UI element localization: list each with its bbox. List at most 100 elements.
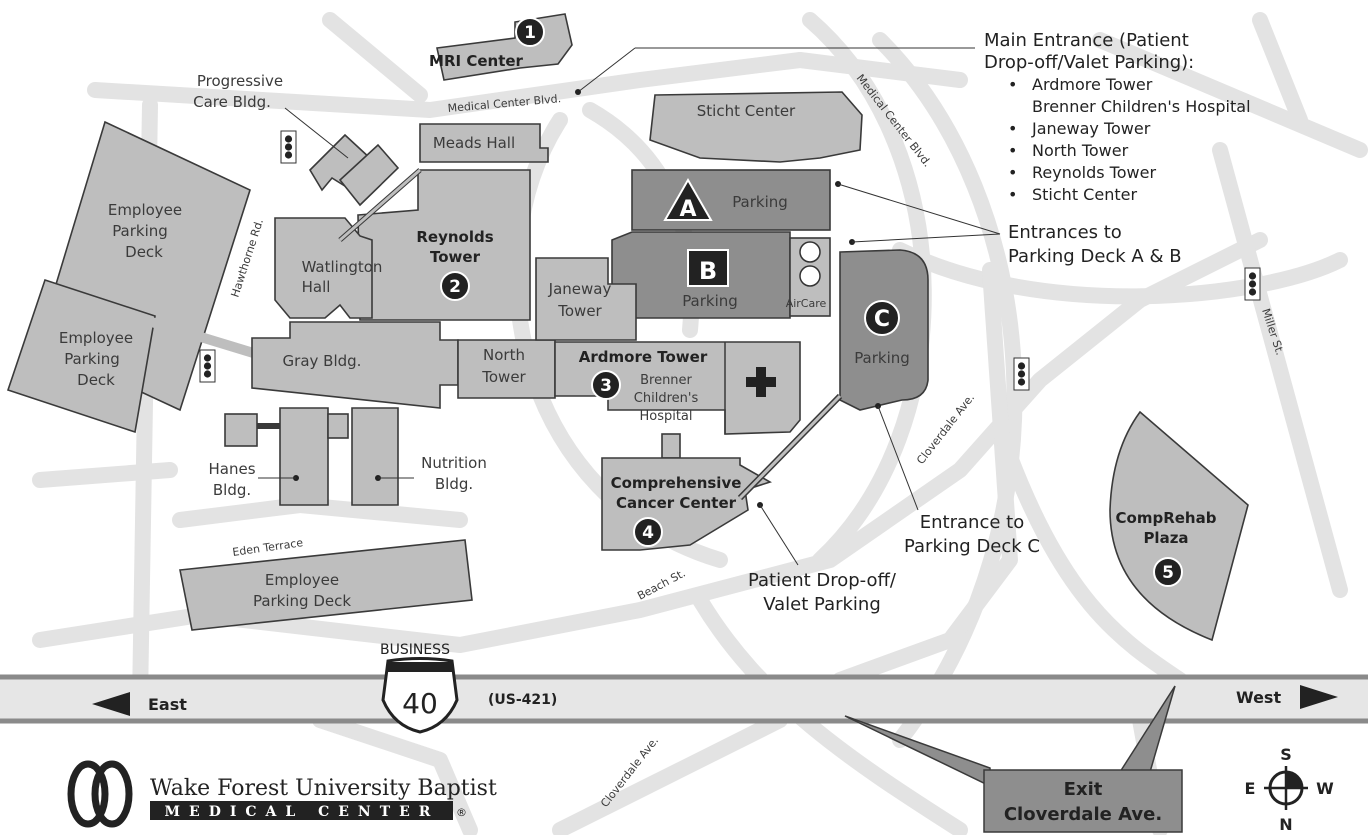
meads-hall[interactable]: Meads Hall bbox=[419, 123, 549, 163]
main-list-item: Sticht Center bbox=[1032, 185, 1137, 204]
parking-deck-b[interactable]: B Parking bbox=[611, 231, 791, 319]
aircare-label: AirCare bbox=[786, 297, 827, 310]
main-entrance-l1: Main Entrance (Patient bbox=[984, 30, 1189, 51]
deck-a-label: Parking bbox=[732, 193, 788, 211]
deck-c-l1: Entrance to bbox=[920, 512, 1024, 533]
helipad-icon bbox=[799, 265, 821, 287]
west-label: West bbox=[1236, 688, 1281, 707]
reynolds-l2: Tower bbox=[430, 248, 481, 266]
mri-label: MRI Center bbox=[429, 52, 523, 70]
reynolds-l1: Reynolds bbox=[416, 228, 493, 246]
watlington-l2: Hall bbox=[302, 278, 331, 296]
emergency-cross-icon bbox=[746, 367, 776, 397]
watlington-l1: Watlington bbox=[302, 258, 383, 276]
cancer-l2: Cancer Center bbox=[616, 494, 737, 512]
dropoff-l1: Patient Drop-off/ bbox=[748, 570, 897, 591]
deck-a-letter: A bbox=[679, 197, 696, 222]
location-1-badge: 1 bbox=[515, 17, 545, 47]
deck-b-letter: B bbox=[699, 257, 717, 285]
svg-text:•: • bbox=[1008, 141, 1017, 160]
logo-line2: MEDICAL CENTER bbox=[165, 804, 440, 820]
emp3-l1: Employee bbox=[265, 571, 339, 589]
gray-bldg[interactable]: Gray Bldg. bbox=[251, 321, 459, 409]
deck-a-badge bbox=[663, 177, 713, 221]
traffic-light-icon bbox=[1244, 267, 1261, 301]
brenner-l3: Hospital bbox=[639, 409, 692, 424]
us-421-label: (US-421) bbox=[488, 692, 557, 708]
meads-label: Meads Hall bbox=[433, 134, 515, 152]
emp2-l1: Employee bbox=[59, 329, 133, 347]
logo-registered-mark: ® bbox=[456, 806, 467, 819]
svg-text:•: • bbox=[1008, 185, 1017, 204]
parking-deck-a[interactable]: A Parking bbox=[631, 169, 831, 231]
main-list-item: North Tower bbox=[1032, 141, 1129, 160]
nutrition-l1: Nutrition bbox=[421, 454, 487, 472]
main-list-item: Ardmore Tower bbox=[1032, 75, 1153, 94]
logo-line1: Wake Forest University Baptist bbox=[150, 776, 497, 801]
parking-deck-c[interactable]: C Parking bbox=[839, 249, 929, 411]
ardmore-label: Ardmore Tower bbox=[579, 348, 708, 366]
main-list-item: Reynolds Tower bbox=[1032, 163, 1156, 182]
svg-text:4: 4 bbox=[642, 523, 654, 543]
mri-center[interactable]: MRI Center bbox=[429, 13, 573, 81]
location-5-badge: 5 bbox=[1153, 557, 1183, 587]
nutrition-l2: Bldg. bbox=[435, 475, 473, 493]
comprehab-l1: CompRehab bbox=[1116, 509, 1217, 527]
svg-text:3: 3 bbox=[600, 376, 612, 396]
progressive-l1: Progressive bbox=[197, 72, 283, 90]
deck-c-label: Parking bbox=[854, 349, 910, 367]
sticht-center[interactable]: Sticht Center bbox=[649, 91, 863, 163]
emp3-l2: Parking Deck bbox=[253, 592, 351, 610]
svg-text:2: 2 bbox=[449, 277, 461, 297]
street-eden: Eden Terrace bbox=[232, 536, 305, 559]
exit-l1: Exit bbox=[1064, 779, 1103, 800]
helipad-icon bbox=[799, 241, 821, 263]
gray-label: Gray Bldg. bbox=[283, 352, 362, 370]
emp1-l1: Employee bbox=[108, 201, 182, 219]
svg-text:•: • bbox=[1008, 75, 1017, 94]
svg-text:Patient Drop-off/Valet Parking: Patient Drop-off/Valet Parking bbox=[748, 570, 897, 615]
exit-l2: Cloverdale Ave. bbox=[1004, 804, 1162, 825]
main-entrance-l2: Drop-off/Valet Parking): bbox=[984, 52, 1194, 73]
highway-business-40: East West (US-421) bbox=[0, 674, 1368, 724]
emp2-l3: Deck bbox=[77, 371, 115, 389]
compass-s: S bbox=[1280, 745, 1292, 764]
janeway-l2: Tower bbox=[557, 302, 602, 320]
svg-text:5: 5 bbox=[1162, 563, 1174, 583]
deck-b-badge bbox=[687, 249, 729, 287]
traffic-light-icon bbox=[1013, 357, 1030, 391]
east-label: East bbox=[148, 695, 187, 714]
svg-text:•: • bbox=[1008, 163, 1017, 182]
wfubmc-logo: Wake Forest University Baptist MEDICAL C… bbox=[67, 760, 497, 828]
emp2-l2: Parking bbox=[64, 350, 120, 368]
west-arrow-icon bbox=[1300, 685, 1338, 709]
compass-e: E bbox=[1245, 779, 1256, 798]
